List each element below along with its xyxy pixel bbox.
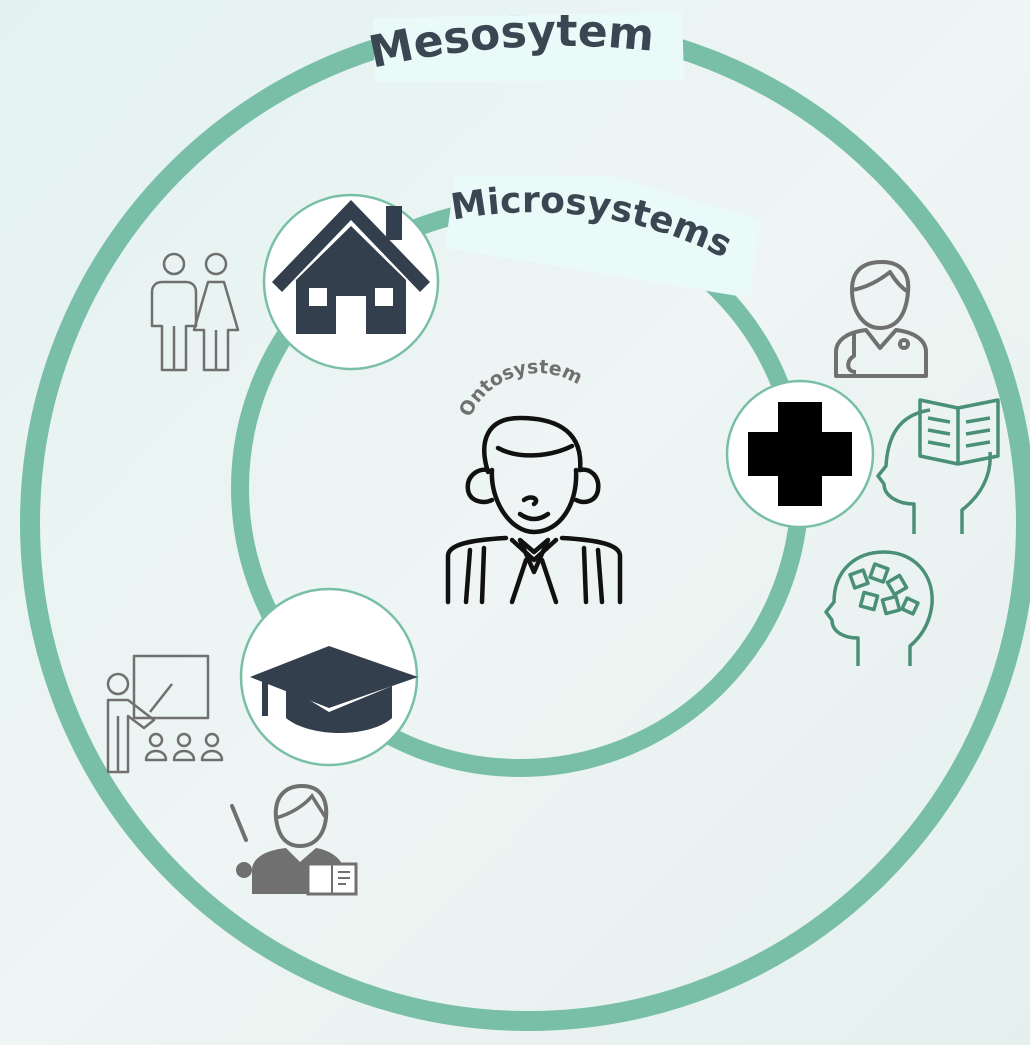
mesosystem-label-box (373, 12, 684, 82)
doctor-icon (834, 260, 928, 378)
reading-mind-icon (876, 398, 1000, 534)
school-node (239, 587, 419, 767)
graduation-cap-icon (250, 646, 418, 733)
medical-cross-icon (748, 402, 852, 506)
parents-icon (150, 252, 240, 372)
child-icon (445, 415, 623, 605)
classroom-teacher-icon (106, 654, 224, 774)
microsystems-label-box (445, 176, 760, 298)
health-node (725, 379, 875, 529)
puzzle-mind-icon (824, 550, 934, 666)
house-icon (272, 200, 430, 334)
ontosystem-label: Ontosystem (455, 356, 586, 420)
mesosystem-ring (20, 15, 1030, 1031)
teacher-icon (230, 783, 358, 896)
home-node (262, 193, 440, 371)
